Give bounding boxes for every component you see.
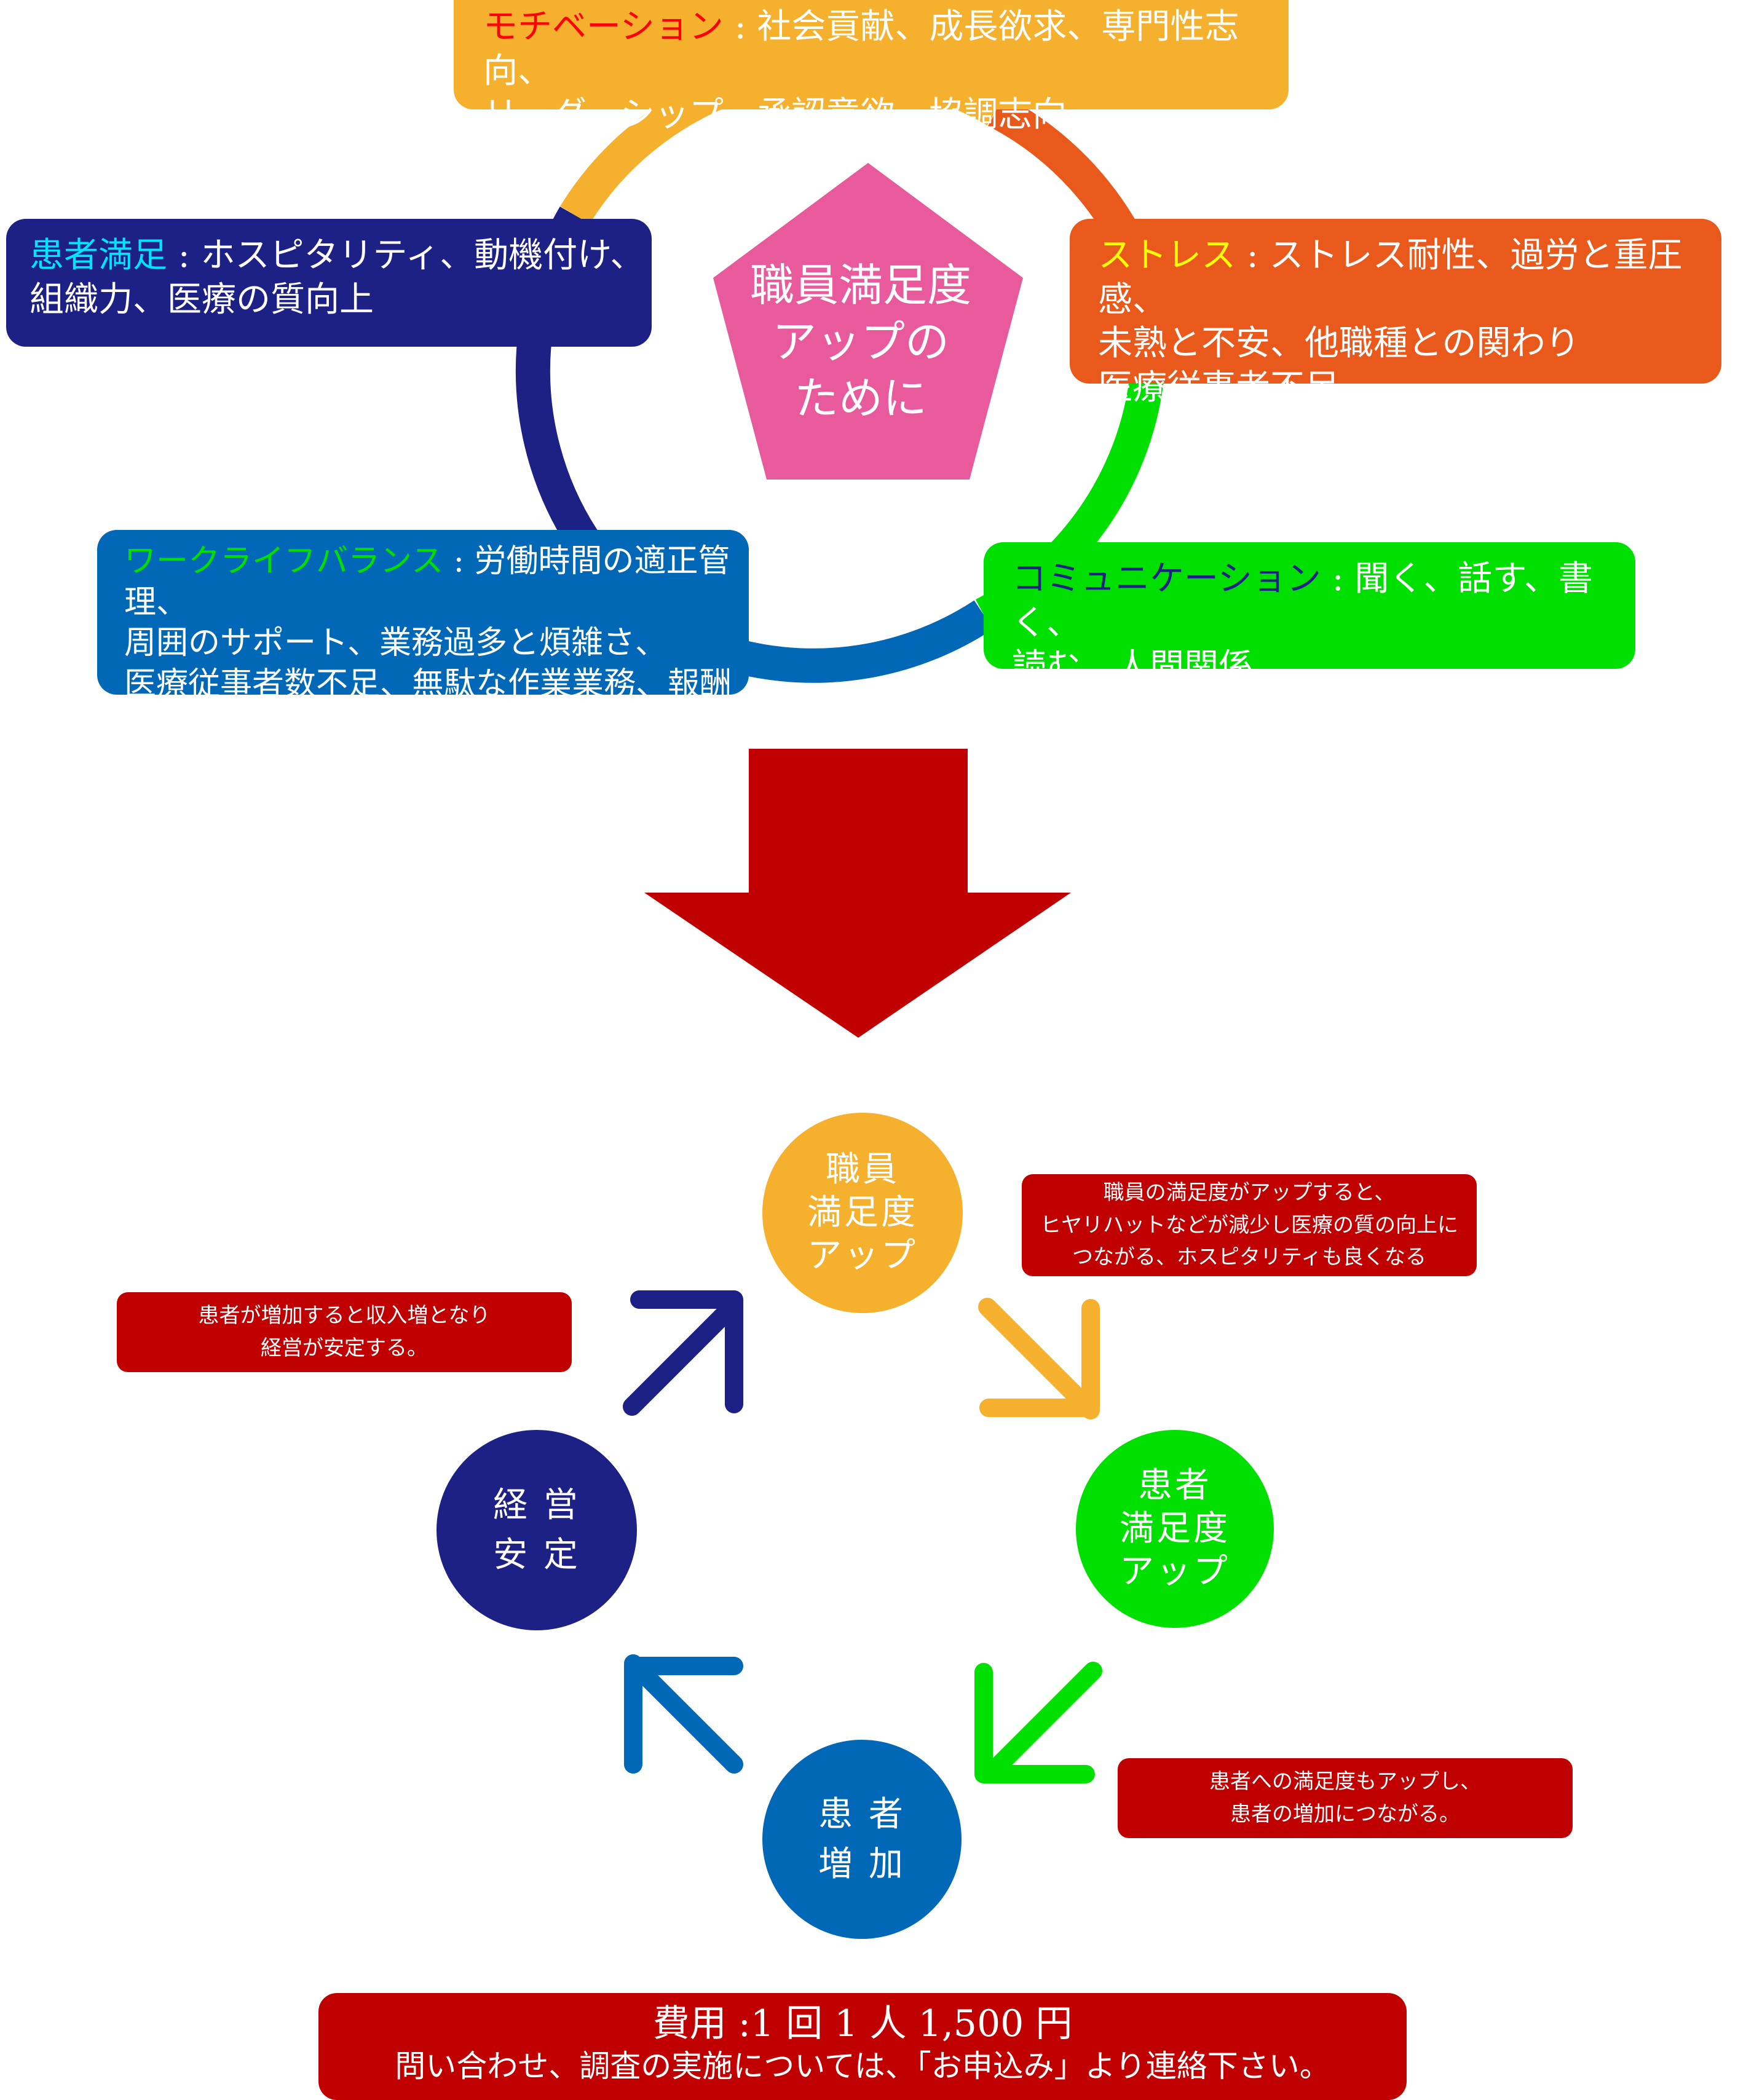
staff-note-line1: 職員の満足度がアップすると、	[1103, 1180, 1396, 1205]
center-title-line3: ために	[794, 373, 927, 425]
motivation-sep: :	[723, 7, 757, 47]
patient-line2: 組織力、医療の質向上	[30, 279, 374, 320]
center-pentagon	[713, 163, 1023, 480]
communication-text1: 聞く、話す、書く、	[1012, 559, 1593, 643]
staff-note: 職員の満足度がアップすると、 ヒヤリハットなどが減少し医療の質の向上に つながる…	[1022, 1174, 1477, 1276]
patient-line1: 患者満足 : ホスピタリティ、動機付け、	[30, 234, 652, 278]
down-arrow	[644, 749, 1071, 1038]
motivation-keyword: モチベーション	[483, 7, 724, 47]
stress-line3: 医療従事者不足	[1098, 368, 1339, 408]
cost-banner: 費用 :1 回 1 人 1,500 円 問い合わせ、調査の実施については、「お申…	[318, 1993, 1407, 2100]
arrow-down-right-icon	[978, 1298, 1100, 1419]
stress-keyword: ストレス	[1098, 235, 1236, 275]
staff-line2: 満足度	[807, 1193, 918, 1233]
worklife-sep: :	[443, 543, 475, 580]
communication-keyword: コミュニケーション	[1012, 559, 1321, 599]
management-note-line2: 経営が安定する。	[261, 1336, 428, 1360]
management-line1: 経 営	[493, 1485, 580, 1525]
center-title-line2: アップの	[772, 316, 949, 368]
worklife-box: ワークライフバランス : 労働時間の適正管理、 周囲のサポート、業務過多と煩雑さ…	[97, 530, 749, 743]
center-title-line1: 職員満足度	[749, 259, 971, 311]
patient-note-line2: 患者の増加につながる。	[1230, 1802, 1460, 1826]
stress-sep: :	[1236, 235, 1270, 275]
arrow-down-left-icon	[974, 1662, 1102, 1783]
patient-sat-line3: アップ	[1120, 1552, 1230, 1592]
communication-box: コミュニケーション : 聞く、話す、書く、 読む、人間関係	[984, 542, 1635, 687]
management-note-line1: 患者が増加すると収入増となり	[198, 1303, 491, 1328]
circle-management-stability: 経 営 安 定	[436, 1430, 637, 1630]
worklife-line1: ワークライフバランス : 労働時間の適正管理、	[124, 541, 749, 623]
patient-inc-line2: 増 加	[818, 1844, 906, 1884]
stress-box: ストレス : ストレス耐性、過労と重圧感、 未熟と不安、他職種との関わり 医療従…	[1070, 219, 1721, 408]
patient-satisfaction-box: 患者満足 : ホスピタリティ、動機付け、 組織力、医療の質向上	[6, 219, 652, 347]
staff-line1: 職員	[826, 1150, 899, 1190]
management-note: 患者が増加すると収入増となり 経営が安定する。	[117, 1292, 572, 1372]
stress-text1: ストレス耐性、過労と重圧感、	[1098, 235, 1683, 320]
stress-line2: 未熟と不安、他職種との関わり	[1098, 323, 1580, 364]
patient-sat-line1: 患者	[1138, 1466, 1212, 1506]
staff-line3: アップ	[807, 1236, 918, 1276]
management-line2: 安 定	[493, 1535, 580, 1575]
patient-note: 患者への満足度もアップし、 患者の増加につながる。	[1118, 1758, 1573, 1838]
patient-keyword: 患者満足	[30, 235, 167, 275]
cost-price: 費用 :1 回 1 人 1,500 円	[652, 2002, 1073, 2045]
motivation-text1: 社会貢献、成長欲求、専門性志向、	[483, 7, 1239, 91]
stress-line1: ストレス : ストレス耐性、過労と重圧感、	[1098, 234, 1721, 322]
patient-sat-line2: 満足度	[1120, 1509, 1230, 1549]
center-title: 職員満足度 アップの ために	[713, 257, 1008, 427]
worklife-text1: 労働時間の適正管理、	[124, 543, 730, 621]
circle-patient-satisfaction: 患者 満足度 アップ	[1076, 1430, 1274, 1628]
patient-note-line1: 患者への満足度もアップし、	[1209, 1769, 1481, 1794]
communication-line1: コミュニケーション : 聞く、話す、書く、	[1012, 557, 1635, 645]
arrow-up-left-icon	[624, 1654, 743, 1774]
circle-patient-increase: 患 者 増 加	[762, 1740, 962, 1939]
arrow-up-right-icon	[623, 1290, 743, 1416]
communication-sep: :	[1321, 559, 1355, 599]
patient-sep: :	[167, 235, 201, 275]
patient-text1: ホスピタリティ、動機付け、	[200, 235, 645, 275]
motivation-box: モチベーション : 社会貢献、成長欲求、専門性志向、 リーダーシップ、承認意欲、…	[454, 0, 1289, 135]
cost-contact: 問い合わせ、調査の実施については、「お申込み」より連絡下さい。	[395, 2048, 1330, 2084]
worklife-line2: 周囲のサポート、業務過多と煩雑さ、	[124, 625, 667, 662]
patient-inc-line1: 患 者	[818, 1794, 906, 1834]
staff-note-line3: つながる、ホスピタリティも良くなる	[1072, 1245, 1426, 1270]
motivation-line1: モチベーション : 社会貢献、成長欲求、専門性志向、	[483, 5, 1289, 93]
motivation-line2: リーダーシップ、承認意欲、協調志向	[483, 95, 1067, 135]
circle-staff-satisfaction: 職員 満足度 アップ	[762, 1113, 963, 1313]
communication-line2: 読む、人間関係	[1012, 647, 1253, 687]
worklife-keyword: ワークライフバランス	[124, 543, 443, 580]
staff-note-line2: ヒヤリハットなどが減少し医療の質の向上に	[1040, 1212, 1458, 1238]
worklife-line3: 医療従事者数不足、無駄な作業業務、報酬処遇	[124, 665, 732, 744]
